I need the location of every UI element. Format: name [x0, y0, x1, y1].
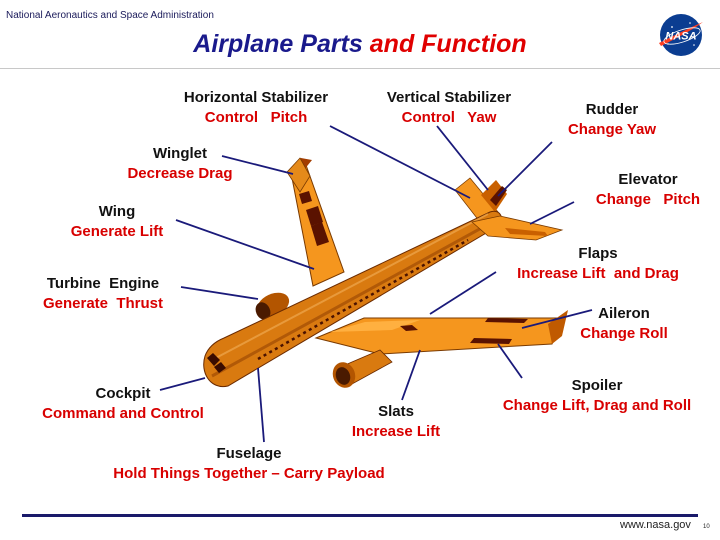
leader-flaps	[429, 271, 497, 315]
leader-fuselage	[257, 367, 265, 443]
label-turbine-engine: Turbine Engine Generate Thrust	[42, 275, 164, 312]
label-vertical-stabilizer: Vertical Stabilizer Control Yaw	[386, 89, 512, 126]
winglet	[286, 157, 311, 193]
near-wing	[314, 310, 568, 355]
leader-vertical-stabilizer	[436, 125, 489, 191]
leader-spoiler	[497, 343, 523, 379]
leader-winglet	[221, 155, 294, 175]
label-spoiler: Spoiler Change Lift, Drag and Roll	[502, 377, 692, 414]
horizontal-stabilizer-surface	[471, 215, 564, 241]
agency-name: National Aeronautics and Space Administr…	[6, 10, 214, 21]
label-elevator: Elevator Change Pitch	[595, 171, 701, 208]
page-number: 10	[703, 524, 710, 530]
nasa-logo-icon: NASA	[659, 14, 703, 56]
page-title: Airplane Parts and Function	[0, 30, 720, 59]
label-horizontal-stabilizer: Horizontal Stabilizer Control Pitch	[183, 89, 329, 126]
footer-divider	[22, 514, 698, 517]
leader-elevator	[529, 201, 575, 225]
nasa-logo-text: NASA	[665, 31, 696, 43]
label-slats: Slats Increase Lift	[351, 403, 441, 440]
leader-turbine-engine	[180, 286, 259, 300]
footer-url[interactable]: www.nasa.gov	[620, 519, 691, 531]
label-flaps: Flaps Increase Lift and Drag	[517, 245, 679, 282]
title-part-1: Airplane Parts	[193, 30, 363, 58]
label-aileron: Aileron Change Roll	[580, 305, 668, 342]
leader-horizontal-stabilizer	[329, 125, 471, 199]
elevator-surface	[505, 228, 548, 236]
leader-cockpit	[159, 377, 206, 391]
near-engine	[332, 349, 393, 388]
leader-wing	[175, 219, 315, 270]
label-winglet: Winglet Decrease Drag	[127, 145, 233, 182]
label-rudder: Rudder Change Yaw	[567, 101, 657, 138]
fuselage-body	[203, 210, 503, 388]
leader-rudder	[497, 141, 553, 197]
leader-aileron	[521, 309, 593, 329]
label-fuselage: Fuselage Hold Things Together – Carry Pa…	[113, 445, 385, 482]
leader-slats	[401, 349, 421, 401]
header-divider	[0, 68, 720, 69]
label-wing: Wing Generate Lift	[70, 203, 164, 240]
title-part-2: and Function	[369, 30, 527, 58]
label-cockpit: Cockpit Command and Control	[42, 385, 204, 422]
